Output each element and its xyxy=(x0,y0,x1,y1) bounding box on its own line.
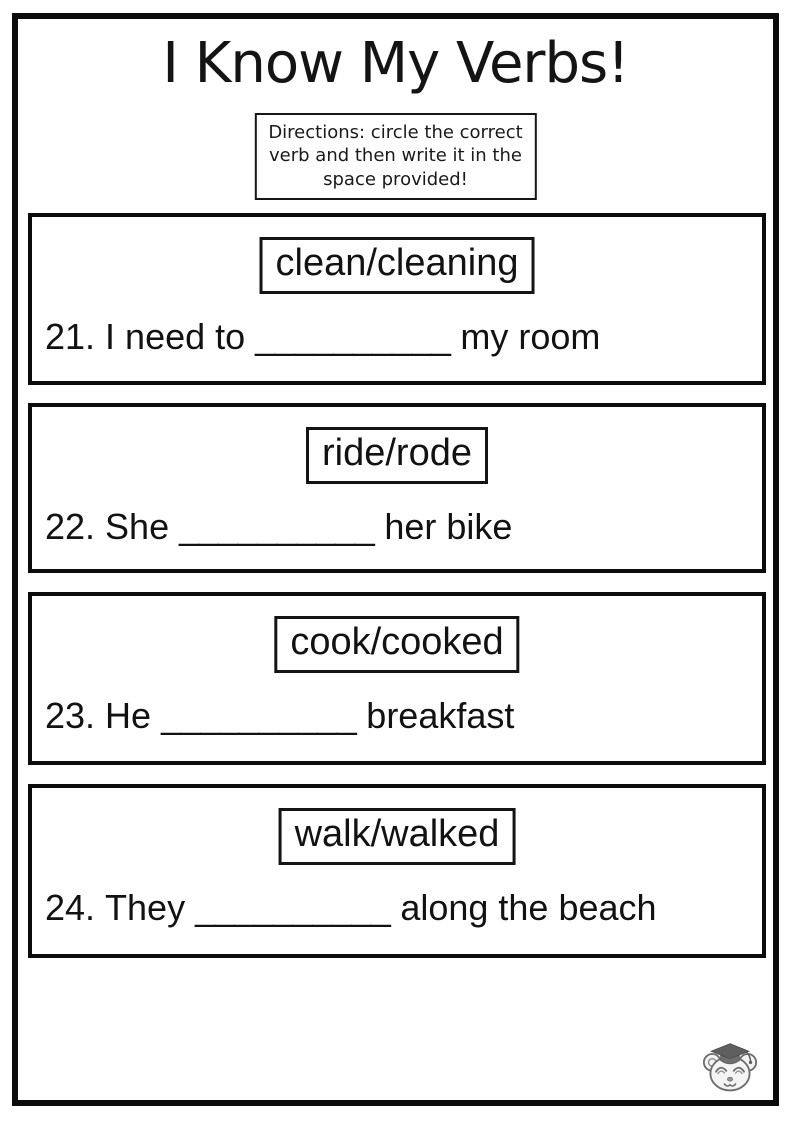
question-number: 22. xyxy=(45,506,96,547)
sentence-after-blank: breakfast xyxy=(366,695,515,736)
sentence-before-blank: They xyxy=(105,887,186,928)
directions-line: Directions: circle the correct xyxy=(268,122,523,143)
question-number: 23. xyxy=(45,695,96,736)
exercise-section-21: clean/cleaning 21. I need to __________ … xyxy=(28,213,766,385)
sentence-after-blank: her bike xyxy=(384,506,513,547)
answer-blank: __________ xyxy=(179,506,375,547)
exercise-section-23: cook/cooked 23. He __________ breakfast xyxy=(28,592,766,765)
answer-blank: __________ xyxy=(161,695,357,736)
verb-choice-box: ride/rode xyxy=(306,427,488,484)
verb-choice-box: clean/cleaning xyxy=(259,237,535,294)
worksheet-title: I Know My Verbs! xyxy=(162,31,629,96)
directions-line: verb and then write it in the xyxy=(269,145,522,167)
sentence-before-blank: She xyxy=(105,506,170,547)
answer-blank: __________ xyxy=(255,316,451,357)
graduate-bear-icon xyxy=(702,1041,758,1095)
verb-choice-box: walk/walked xyxy=(278,808,516,865)
exercise-sentence: 24. They __________ along the beach xyxy=(45,886,657,929)
directions-box: Directions: circle the correct verb and … xyxy=(254,113,537,201)
exercise-section-24: walk/walked 24. They __________ along th… xyxy=(28,784,766,958)
exercise-sentence: 21. I need to __________ my room xyxy=(45,315,600,358)
directions-line: space provided! xyxy=(323,168,468,190)
answer-blank: __________ xyxy=(195,887,391,928)
verb-choice-box: cook/cooked xyxy=(274,616,520,673)
worksheet-frame: I Know My Verbs! Directions: circle the … xyxy=(12,13,779,1106)
question-number: 21. xyxy=(45,316,96,357)
question-number: 24. xyxy=(45,887,96,928)
sentence-before-blank: He xyxy=(105,695,152,736)
sentence-after-blank: my room xyxy=(460,316,601,357)
exercise-sentence: 23. He __________ breakfast xyxy=(45,694,514,737)
sentence-before-blank: I need to xyxy=(105,316,246,357)
exercise-sentence: 22. She __________ her bike xyxy=(45,505,512,548)
sentence-after-blank: along the beach xyxy=(400,887,657,928)
exercise-section-22: ride/rode 22. She __________ her bike xyxy=(28,403,766,573)
